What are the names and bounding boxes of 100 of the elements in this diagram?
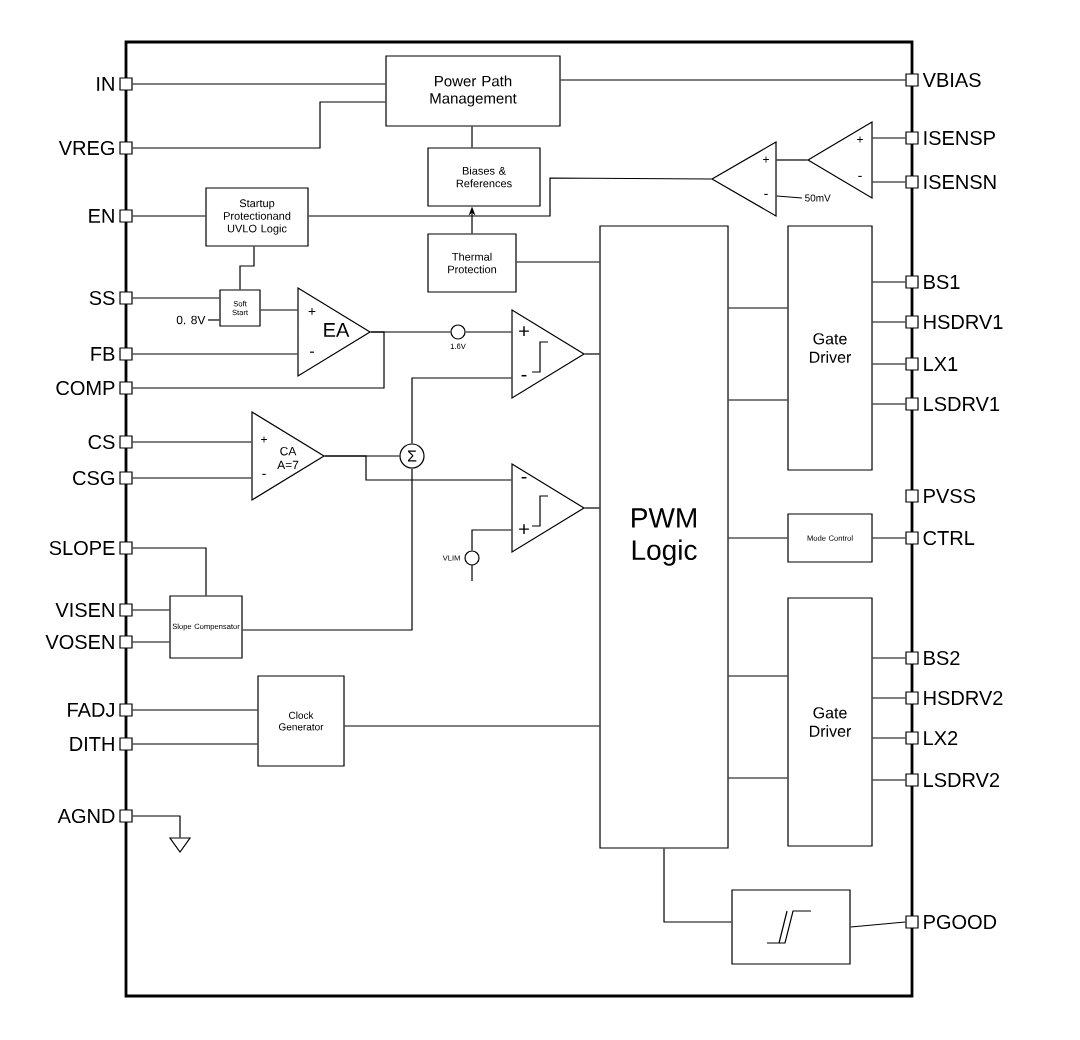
pin-terminal: ISENSN [905, 174, 996, 190]
pin-terminal: PVSS [905, 488, 976, 504]
node-label: PVSS [924, 488, 976, 504]
connector-line [872, 321, 906, 323]
connector-line [132, 441, 252, 443]
connector-line [308, 177, 712, 217]
connector-line [728, 307, 788, 309]
connector-line [850, 921, 906, 928]
node-label: BS2 [924, 650, 960, 666]
connector-line [260, 309, 298, 311]
connector-line [344, 725, 600, 727]
schmitt-trigger-block [731, 889, 851, 965]
node-label: LX1 [924, 357, 958, 371]
node-label: CS [88, 434, 115, 450]
pin-terminal: HSDRV2 [905, 690, 1003, 706]
function-block: Gate Driver [787, 597, 873, 847]
connector-line [471, 529, 512, 551]
connector-line [132, 331, 385, 389]
connector-line [516, 261, 600, 263]
pin-terminal: LSDRV2 [905, 772, 1000, 788]
connector-line [584, 507, 600, 509]
connector-line [471, 126, 473, 148]
connector-line [132, 815, 181, 838]
connector-line [663, 848, 732, 923]
node-label: LSDRV2 [924, 772, 1000, 788]
connector-line [584, 353, 600, 355]
pin-terminal: CS [88, 434, 133, 450]
connector-line [132, 83, 386, 85]
node-label: FB [91, 347, 115, 361]
connector-line [872, 779, 906, 781]
node-label: HSDRV1 [924, 314, 1003, 330]
connector-line [872, 181, 906, 183]
connector-line [872, 697, 906, 699]
connector-line [207, 319, 220, 321]
node-label: LSDRV1 [924, 396, 1000, 412]
connector-line [132, 743, 258, 745]
connector-line [132, 709, 258, 711]
pin-terminal: BS1 [905, 274, 960, 290]
pin-terminal: COMP [56, 380, 133, 396]
connector-line [872, 137, 906, 139]
node-label: HSDRV2 [924, 690, 1003, 706]
connector-line [132, 547, 207, 596]
node-label: VISEN [55, 602, 114, 618]
connector-line [776, 159, 808, 161]
connector-line [560, 79, 906, 81]
connector-line [132, 609, 170, 611]
node-label: BS1 [924, 274, 960, 290]
connector-line [132, 101, 386, 149]
connector-line [872, 403, 906, 405]
node-label: ISENSP [924, 130, 995, 146]
pin-terminal: VBIAS [905, 72, 981, 88]
connector-line [872, 737, 906, 739]
pin-terminal: LX1 [905, 357, 958, 371]
node-label: EN [89, 209, 114, 223]
node-label: CSG [73, 470, 114, 486]
node-label: SLOPE [49, 540, 115, 556]
pin-terminal: FADJ [68, 703, 133, 717]
connector-line [728, 537, 788, 539]
connector-line [776, 195, 803, 199]
pin-terminal: PGOOD [905, 914, 997, 930]
function-block: Gate Driver [787, 225, 873, 471]
connector-line [324, 455, 512, 481]
connector-line [872, 281, 906, 283]
node-label: VOSEN [45, 634, 114, 650]
node-label: ISENSN [924, 174, 996, 190]
connector-line [132, 215, 206, 217]
pin-terminal: CSG [73, 470, 133, 486]
node-label: VBIAS [922, 72, 981, 88]
node-label: COMP [56, 380, 115, 396]
connector-line [728, 399, 788, 401]
node-label: FADJ [68, 703, 114, 717]
node-label: LX2 [924, 731, 958, 745]
connector-line [728, 777, 788, 779]
pin-terminal: VREG [58, 140, 133, 156]
pin-terminal: VISEN [55, 602, 133, 618]
pin-terminal: VOSEN [45, 634, 133, 650]
pin-terminal: LSDRV1 [905, 396, 1000, 412]
connector-line [872, 363, 906, 365]
pin-terminal: ISENSP [905, 130, 995, 146]
node-label: VREG [58, 140, 114, 156]
connector-line [465, 331, 512, 333]
node-label: IN [97, 77, 114, 91]
node-label: SS [89, 290, 115, 306]
connector-line [728, 675, 788, 677]
pin-terminal: FB [91, 347, 133, 361]
connector-line [872, 657, 906, 659]
pin-terminal: AGND [57, 808, 133, 824]
pin-terminal: SS [89, 290, 133, 306]
connector-line [132, 477, 252, 479]
node-label: CTRL [923, 530, 975, 546]
node-label: AGND [57, 808, 115, 824]
connector-line [872, 537, 906, 539]
connector-line [411, 377, 512, 444]
pin-terminal: DITH [70, 737, 133, 751]
connector-line [132, 353, 298, 355]
node-label: DITH [70, 737, 114, 751]
pin-terminal: LX2 [905, 731, 958, 745]
pin-terminal: EN [89, 209, 133, 223]
pin-terminal: SLOPE [49, 540, 133, 556]
summing-junction: Σ [399, 443, 425, 469]
